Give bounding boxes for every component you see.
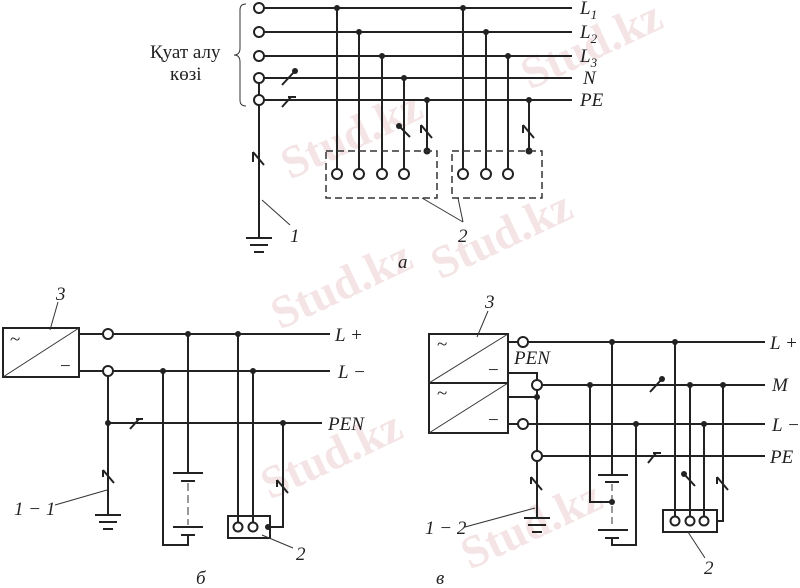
battery [589, 342, 637, 546]
source-label: Қуат алу [150, 42, 221, 63]
ac-symbol: ~ [437, 383, 447, 404]
earth-symbol [246, 237, 272, 253]
label-earth-1-2: 1 − 2 [425, 518, 467, 539]
bus-label-l3: L3 [579, 46, 598, 70]
caption-v: в [436, 568, 444, 588]
diagram-v-dc-tn-c-s: ~ − ~ − 3 PEN L + M L − PE 1 − 2 [425, 292, 800, 588]
source-brace [233, 3, 247, 107]
caption-a: а [398, 252, 408, 273]
label-equipment-2: 2 [296, 544, 306, 565]
diagram-b-dc-tn-c: ~ − 3 L + L − PEN 1 − 1 [2, 284, 366, 588]
bus-label-l-plus: L + [769, 333, 798, 354]
equipment-enclosure [662, 509, 718, 533]
ac-symbol: ~ [437, 334, 447, 355]
diagram-a-tn-s: Қуат алу көзі L1 L2 L3 N PE [150, 0, 604, 273]
source-label: көзі [170, 64, 202, 85]
minus-symbol: − [488, 360, 499, 381]
minus-symbol: − [488, 410, 499, 431]
pen-label: PEN [513, 348, 551, 369]
bus-label-l1: L1 [579, 0, 597, 22]
source-terminals [253, 2, 265, 238]
equipment-enclosure [451, 150, 543, 199]
bus-label-pen: PEN [327, 414, 365, 435]
watermark: Stud.kz [263, 230, 420, 339]
equipment-enclosure [325, 150, 438, 199]
bus-label-pe: PE [579, 90, 604, 111]
earth-symbol [524, 517, 550, 533]
bus-label-m: M [771, 375, 789, 396]
caption-b: б [196, 568, 207, 588]
label-source-3: 3 [55, 284, 66, 305]
pe-conductor-mark [281, 96, 292, 108]
minus-symbol: − [60, 356, 71, 377]
bus-label-l2: L2 [579, 22, 598, 46]
pe-mark [252, 151, 265, 166]
equipment-terminals [331, 168, 514, 180]
earth-symbol [95, 514, 121, 530]
ac-symbol: ~ [10, 329, 20, 350]
label-equipment-2: 2 [704, 558, 714, 579]
bus-label-l-minus: L − [771, 415, 800, 436]
bus-label-l-minus: L − [337, 362, 366, 383]
n-conductor-mark [281, 71, 295, 86]
bus-label-n: N [582, 68, 597, 89]
buses [264, 7, 572, 101]
label-equipment-2: 2 [458, 226, 468, 247]
label-source-3: 3 [484, 292, 495, 313]
equipment-taps [334, 5, 535, 169]
bus-label-pe: PE [769, 447, 794, 468]
label-earth-1: 1 [290, 226, 300, 247]
battery [162, 334, 203, 546]
source-converter [2, 327, 80, 378]
watermark: Stud.kz [423, 180, 580, 289]
watermarks: Stud.kz Stud.kz Stud.kz Stud.kz Stud.kz … [253, 0, 670, 579]
label-earth-1-1: 1 − 1 [14, 499, 55, 520]
bus-label-l-plus: L + [334, 325, 363, 346]
